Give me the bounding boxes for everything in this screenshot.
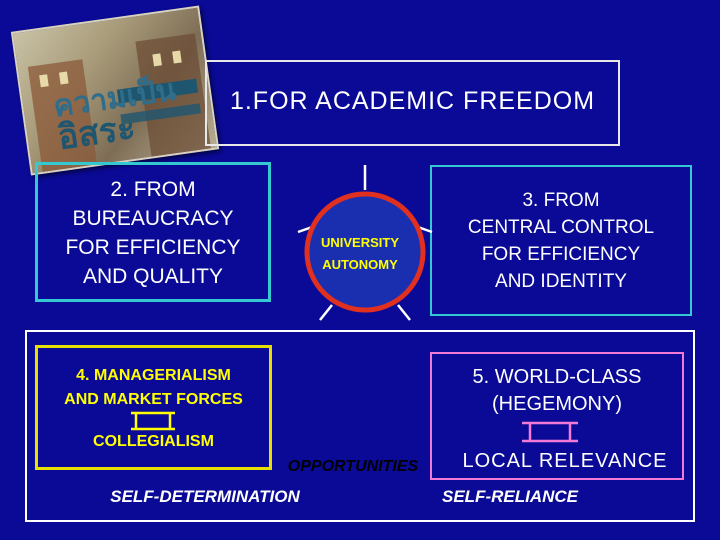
- tension-symbol-yellow: [131, 411, 175, 431]
- central-control-label: 3. FROM CENTRAL CONTROL FOR EFFICIENCY A…: [467, 190, 655, 292]
- bottom-frame: [25, 330, 695, 522]
- bureaucracy-label: 2. FROM BUREAUCRACY FOR EFFICIENCY AND Q…: [65, 178, 241, 288]
- managerialism-box: [35, 345, 272, 470]
- central-control-box: [430, 165, 692, 316]
- world-class-box: [430, 352, 684, 480]
- world-class-label: 5. WORLD-CLASS (HEGEMONY): [472, 366, 642, 415]
- managerialism-label: 4. MANAGERIALISM AND MARKET FORCES: [64, 367, 243, 408]
- academic-freedom-box: [205, 60, 620, 146]
- self-reliance-label: SELF-RELIANCE: [442, 487, 578, 506]
- university-autonomy-label: UNIVERSITY AUTONOMY: [320, 235, 399, 272]
- book-title-line2: อิสระ: [55, 107, 138, 159]
- opportunities-label: OPPORTUNITIES: [287, 458, 419, 475]
- tension-symbol-pink: [522, 421, 578, 443]
- bureaucracy-box: [35, 162, 271, 302]
- collegialism-label: COLLEGIALISM: [93, 433, 214, 450]
- university-autonomy-circle: [297, 165, 433, 321]
- local-relevance-label: LOCAL RELEVANCE: [462, 450, 668, 472]
- academic-freedom-label: 1.FOR ACADEMIC FREEDOM: [229, 87, 596, 115]
- self-determination-label: SELF-DETERMINATION: [110, 487, 300, 506]
- book-cover-image: ความเป็น อิสระ: [10, 5, 220, 176]
